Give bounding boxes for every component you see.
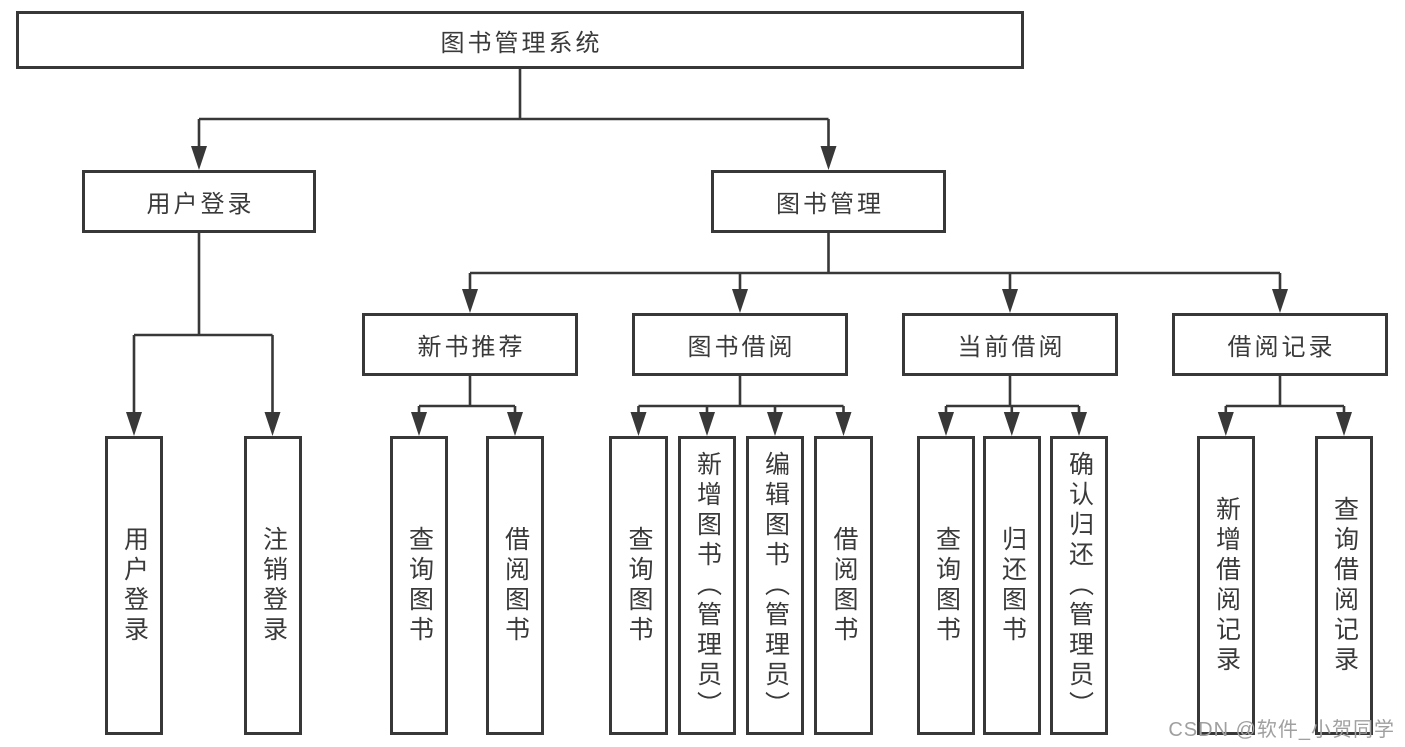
leaf-query-borrow-record-label: 查询借阅记录 xyxy=(1330,495,1359,676)
leaf-query-books-b-label: 查询图书 xyxy=(625,525,653,646)
leaf-add-book-admin: 新增图书（管理员） xyxy=(678,436,736,735)
node-book-management-label: 图书管理 xyxy=(776,191,884,218)
node-borrow-records-label: 借阅记录 xyxy=(1227,334,1336,361)
node-borrow-records: 借阅记录 xyxy=(1172,313,1388,376)
connector-book-borrow xyxy=(630,376,852,436)
node-user-login: 用户登录 xyxy=(82,170,316,233)
leaf-add-borrow-record-label: 新增借阅记录 xyxy=(1212,495,1241,676)
leaf-borrow-books-b: 借阅图书 xyxy=(814,436,873,735)
node-current-borrow: 当前借阅 xyxy=(902,313,1118,376)
connector-borrow-records xyxy=(1217,376,1352,436)
leaf-query-books-b: 查询图书 xyxy=(609,436,668,735)
leaf-borrow-books-a-label: 借阅图书 xyxy=(501,525,530,646)
leaf-borrow-books-b-label: 借阅图书 xyxy=(830,525,858,646)
leaf-logout-label: 注销登录 xyxy=(259,525,288,646)
node-current-borrow-label: 当前借阅 xyxy=(957,334,1066,361)
leaf-edit-book-admin-label: 编辑图书（管理员） xyxy=(761,450,790,721)
leaf-query-borrow-record: 查询借阅记录 xyxy=(1315,436,1373,735)
leaf-logout: 注销登录 xyxy=(244,436,302,735)
node-root: 图书管理系统 xyxy=(16,11,1024,69)
leaf-query-books-c-label: 查询图书 xyxy=(932,525,961,646)
connector-root xyxy=(191,69,837,170)
connector-new-book-recommend xyxy=(411,376,523,436)
leaf-user-login-label: 用户登录 xyxy=(120,525,149,646)
leaf-query-books-a: 查询图书 xyxy=(390,436,448,735)
node-new-book-recommend: 新书推荐 xyxy=(362,313,578,376)
leaf-return-book-label: 归还图书 xyxy=(998,525,1027,646)
leaf-confirm-return-admin-label: 确认归还（管理员） xyxy=(1065,450,1094,721)
leaf-edit-book-admin: 编辑图书（管理员） xyxy=(746,436,804,735)
connector-book-management xyxy=(462,233,1288,313)
node-new-book-recommend-label: 新书推荐 xyxy=(417,334,526,361)
node-user-login-label: 用户登录 xyxy=(146,191,255,218)
node-book-management: 图书管理 xyxy=(711,170,946,233)
leaf-borrow-books-a: 借阅图书 xyxy=(486,436,544,735)
leaf-query-books-c: 查询图书 xyxy=(917,436,975,735)
leaf-user-login: 用户登录 xyxy=(105,436,163,735)
node-book-borrow: 图书借阅 xyxy=(632,313,848,376)
node-book-borrow-label: 图书借阅 xyxy=(687,334,796,361)
node-root-label: 图书管理系统 xyxy=(440,29,603,57)
watermark: CSDN @软件_小贺同学 xyxy=(1168,719,1395,741)
leaf-add-book-admin-label: 新增图书（管理员） xyxy=(693,450,722,721)
connector-user-login xyxy=(126,233,281,436)
leaf-query-books-a-label: 查询图书 xyxy=(405,525,434,646)
leaf-confirm-return-admin: 确认归还（管理员） xyxy=(1050,436,1108,735)
leaf-return-book: 归还图书 xyxy=(983,436,1041,735)
leaf-add-borrow-record: 新增借阅记录 xyxy=(1197,436,1255,735)
connector-current-borrow xyxy=(938,376,1087,436)
